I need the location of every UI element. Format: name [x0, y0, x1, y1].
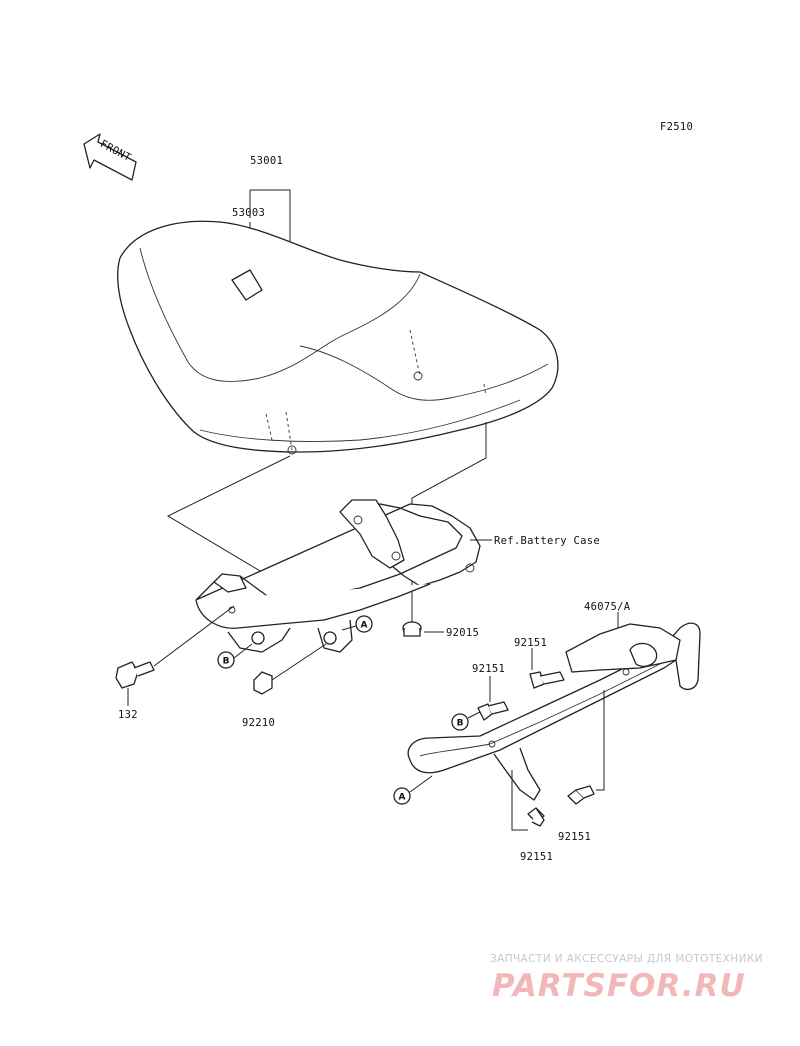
- bolt-92151-lower-leader: [511, 770, 528, 831]
- nut-92210-icon: [253, 643, 327, 695]
- grommet-92015-icon: [402, 621, 422, 637]
- seat-drawing: [117, 220, 559, 455]
- label-53001: 53001: [250, 155, 283, 167]
- bolt-132-icon: [115, 605, 235, 689]
- label-ref-battery-case: Ref.Battery Case: [494, 535, 600, 547]
- callout-a-upper: A: [341, 615, 373, 633]
- callout-a-lower: A: [393, 775, 433, 805]
- callout-a-lower-text: A: [399, 793, 406, 803]
- bolt-92151-upper-icon: [529, 671, 565, 689]
- label-132: 132: [118, 709, 138, 721]
- bolt-92151-rear-leader: [596, 690, 605, 791]
- callout-b-right-text: B: [457, 719, 464, 729]
- callout-b-right: B: [451, 711, 481, 731]
- bolt-92151-rear-icon: [567, 785, 595, 805]
- label-53003: 53003: [232, 207, 265, 219]
- bolt-92151-middle-icon: [477, 701, 509, 721]
- label-92151-rear: 92151: [558, 831, 591, 843]
- callout-b-left-text: B: [223, 657, 230, 667]
- front-arrow-icon: FRONT: [83, 133, 137, 181]
- label-46075a: 46075/A: [584, 601, 631, 613]
- label-92151-middle: 92151: [472, 663, 505, 675]
- callout-b-left: B: [217, 643, 253, 669]
- bolt-92151-lower-icon: [527, 807, 545, 827]
- label-92151-lower: 92151: [520, 851, 553, 863]
- watermark-logo: PARTSFOR.RU: [492, 968, 746, 1004]
- label-92015: 92015: [446, 627, 479, 639]
- figure-code: F2510: [660, 121, 693, 133]
- frame-bracket-drawing: [195, 499, 481, 653]
- watermark-tagline: ЗАПЧАСТИ И АКСЕССУАРЫ ДЛЯ МОТОТЕХНИКИ: [490, 953, 763, 965]
- callout-a-upper-text: A: [361, 621, 368, 631]
- label-92151-upper: 92151: [514, 637, 547, 649]
- label-92210: 92210: [242, 717, 275, 729]
- guard-rail-drawing: [407, 622, 701, 801]
